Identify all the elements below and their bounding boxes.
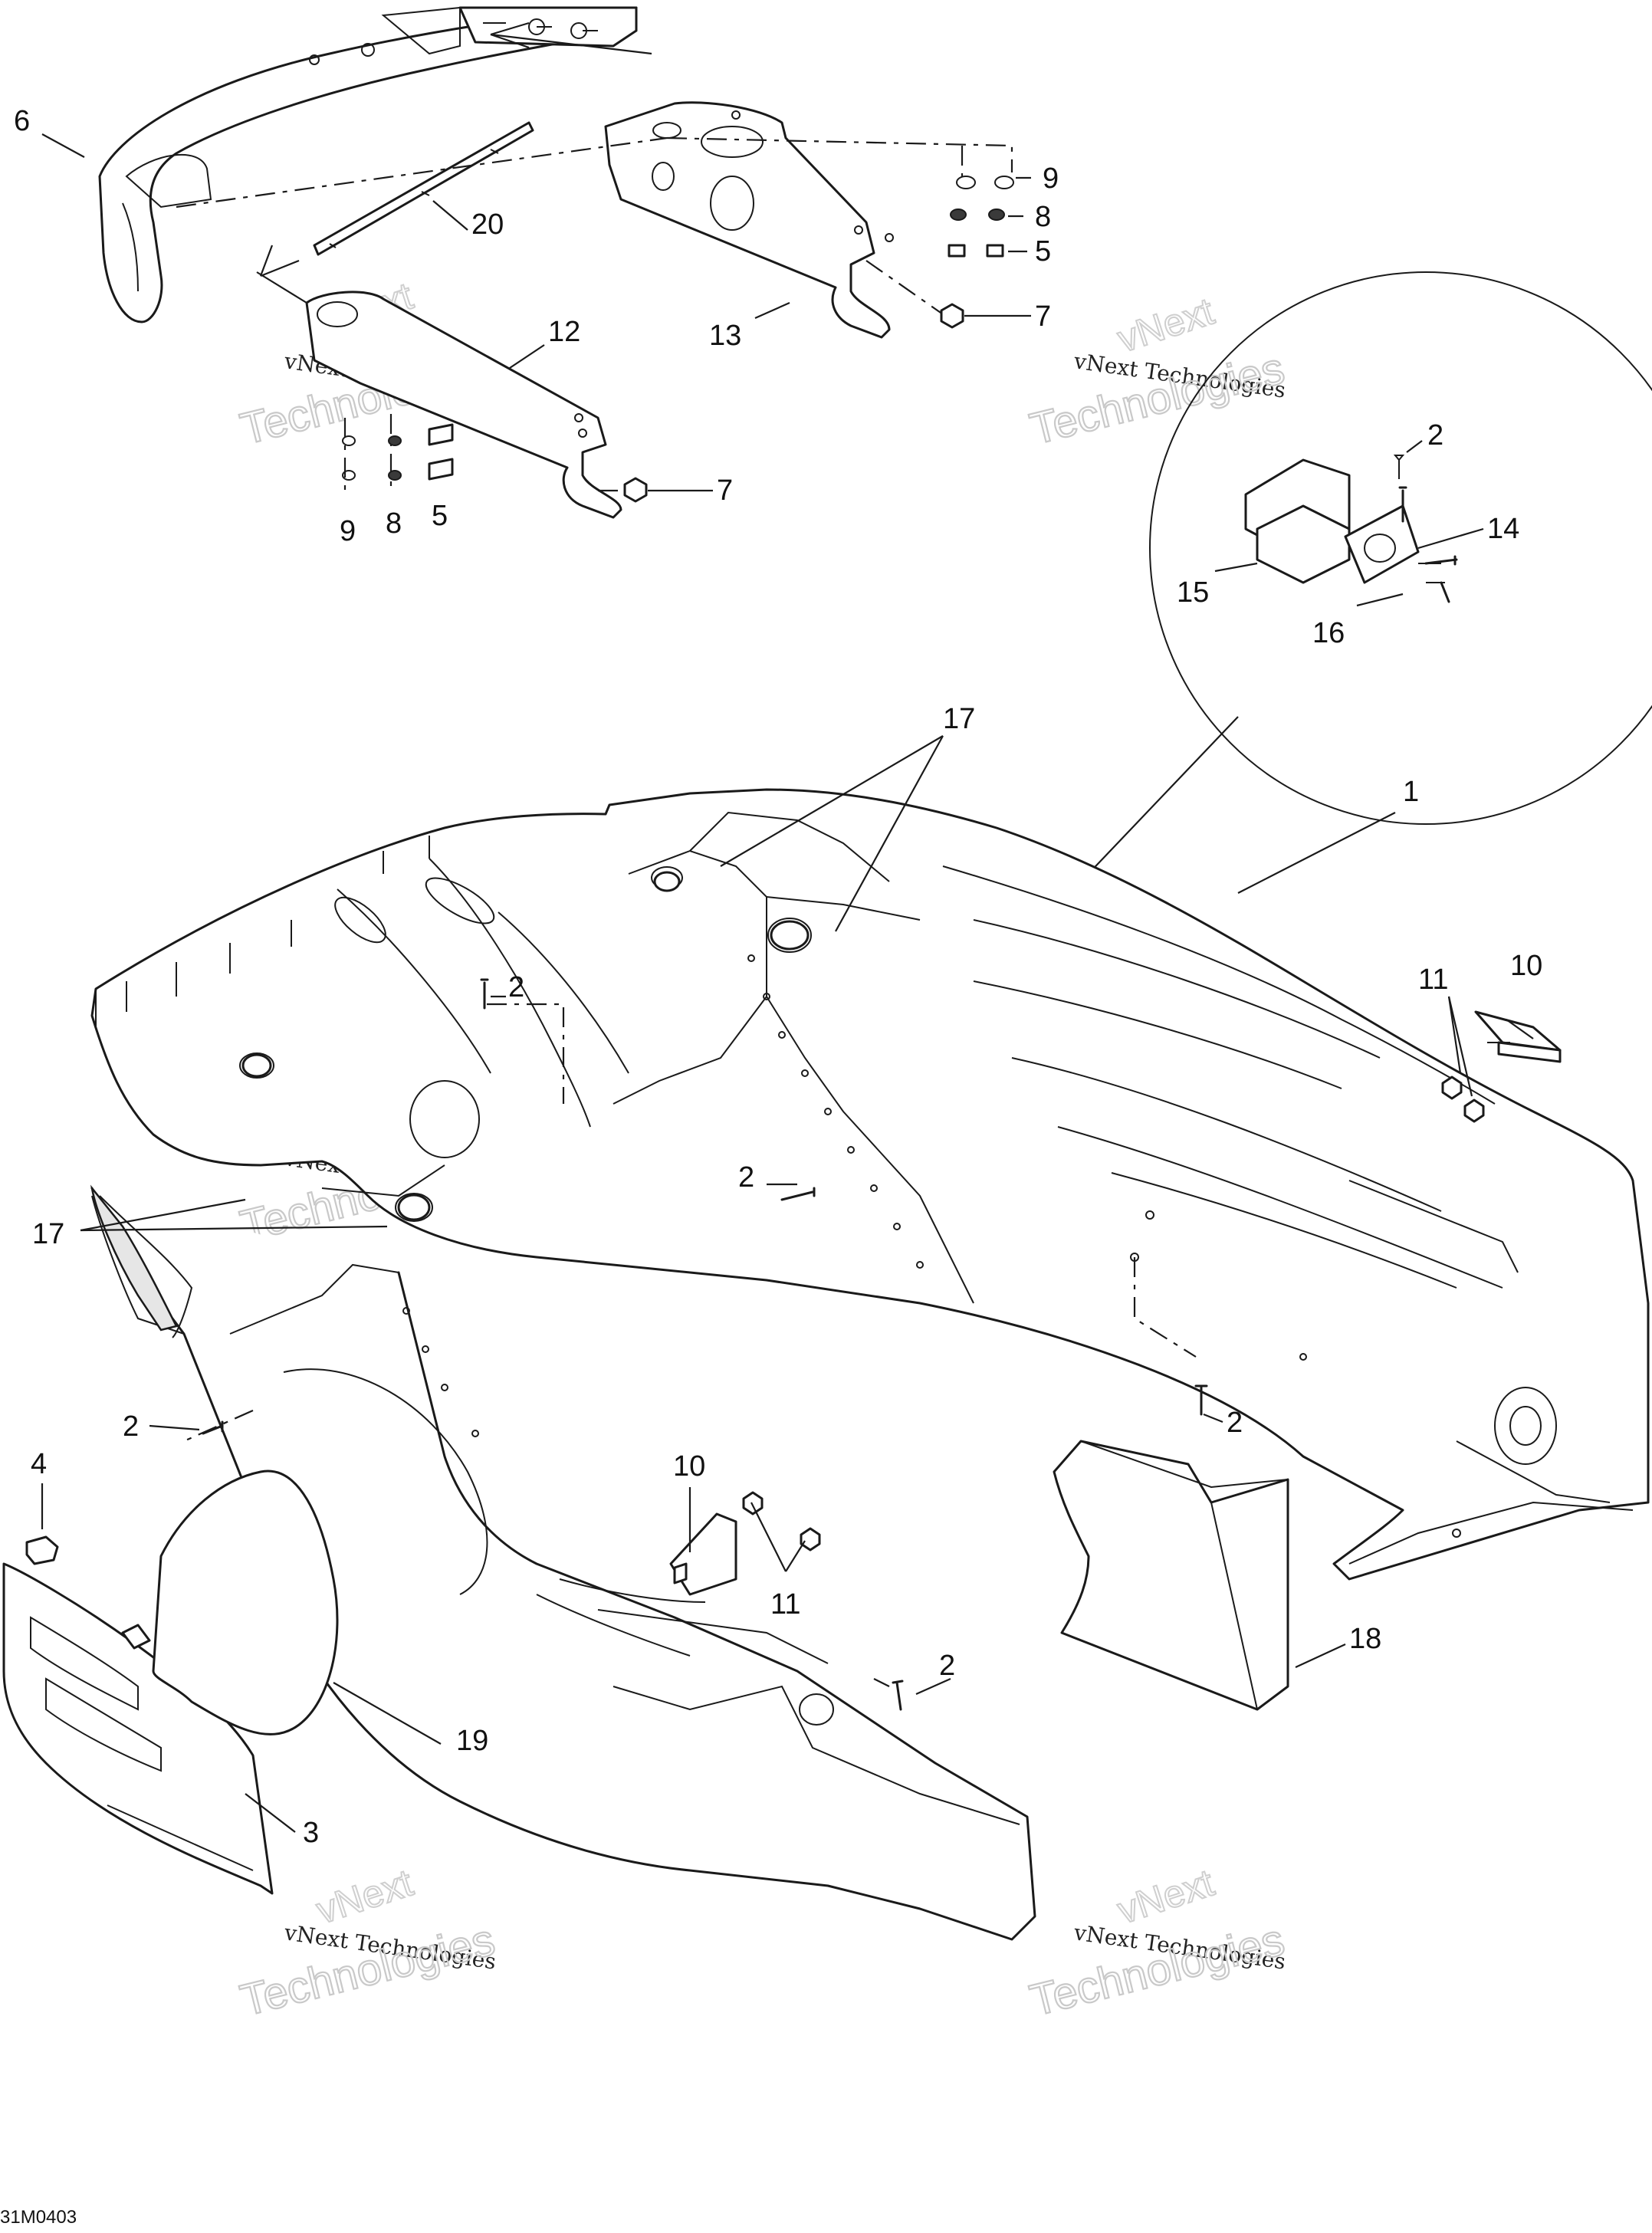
callout-6: 6 <box>14 105 30 137</box>
detail-circle <box>1149 271 1652 825</box>
assembly-lines-top <box>176 21 1013 492</box>
callout-10: 10 <box>673 1450 705 1483</box>
watermark-bottom-left: vNext vNext Technologies Technologies <box>235 1860 500 2027</box>
callout-18: 18 <box>1349 1623 1381 1655</box>
callout-17: 17 <box>32 1218 64 1250</box>
callout-1: 1 <box>1403 776 1419 808</box>
callout-15: 15 <box>1177 576 1209 609</box>
part-10-11-lower <box>669 1491 821 1596</box>
part-6-front-bumper <box>98 6 638 323</box>
callout-2: 2 <box>123 1410 139 1443</box>
watermark-text: vNext <box>311 1861 418 1933</box>
callout-11: 11 <box>770 1588 800 1621</box>
watermark-bottom-right: vNext vNext Technologies Technologies <box>1024 1860 1289 2027</box>
callout-9: 9 <box>1043 163 1059 195</box>
part-3-side-panel <box>2 1562 274 1895</box>
callout-labels: 6 20 9 8 5 7 13 12 7 9 8 5 2 14 15 16 17… <box>14 105 1542 1849</box>
watermark-top-right: vNext vNext Technologies Technologies <box>1024 289 1289 455</box>
callout-9: 9 <box>340 515 356 547</box>
callout-16: 16 <box>1312 617 1345 649</box>
callout-20: 20 <box>471 209 504 241</box>
callout-17: 17 <box>943 703 975 735</box>
callout-3: 3 <box>303 1817 319 1849</box>
callout-2: 2 <box>1427 419 1443 452</box>
callout-4: 4 <box>31 1448 47 1480</box>
hardware-set-left <box>342 423 648 503</box>
part-1-belly-pan <box>90 788 1650 1941</box>
callout-14: 14 <box>1487 513 1519 545</box>
callout-19: 19 <box>456 1725 488 1757</box>
part-12-bracket-left <box>305 291 622 519</box>
callout-2: 2 <box>939 1650 955 1682</box>
callout-2: 2 <box>508 971 524 1003</box>
callout-8: 8 <box>1035 201 1051 233</box>
callout-12: 12 <box>548 316 580 348</box>
part-19-foam-disk <box>152 1368 488 1736</box>
callout-13: 13 <box>709 320 741 352</box>
part-4-grommet <box>25 1535 59 1565</box>
callout-10: 10 <box>1510 950 1542 982</box>
part-20-reinforcement-bar <box>313 121 534 256</box>
callout-leaders <box>41 133 1534 1833</box>
callout-7: 7 <box>1035 300 1051 333</box>
part-13-bracket-right <box>604 101 894 339</box>
callout-11: 11 <box>1418 964 1448 996</box>
part-18-foam-block <box>1053 1440 1289 1711</box>
drawing-code: 31M0403 <box>0 2207 77 2228</box>
callout-2: 2 <box>738 1161 754 1194</box>
hardware-set-right <box>940 176 1014 329</box>
watermark-text: vNext <box>1112 1861 1219 1933</box>
callout-8: 8 <box>386 507 402 540</box>
callout-5: 5 <box>1035 235 1051 268</box>
rivets-part-2 <box>202 486 1458 1711</box>
callout-2: 2 <box>1227 1407 1243 1439</box>
assembly-lines-middle <box>183 1003 1197 1687</box>
part-10-11-right <box>1441 1010 1562 1123</box>
watermark-text: vNext <box>1112 290 1219 361</box>
callout-5: 5 <box>432 500 448 532</box>
callout-7: 7 <box>717 475 733 507</box>
part-17-grommets <box>241 871 810 1221</box>
